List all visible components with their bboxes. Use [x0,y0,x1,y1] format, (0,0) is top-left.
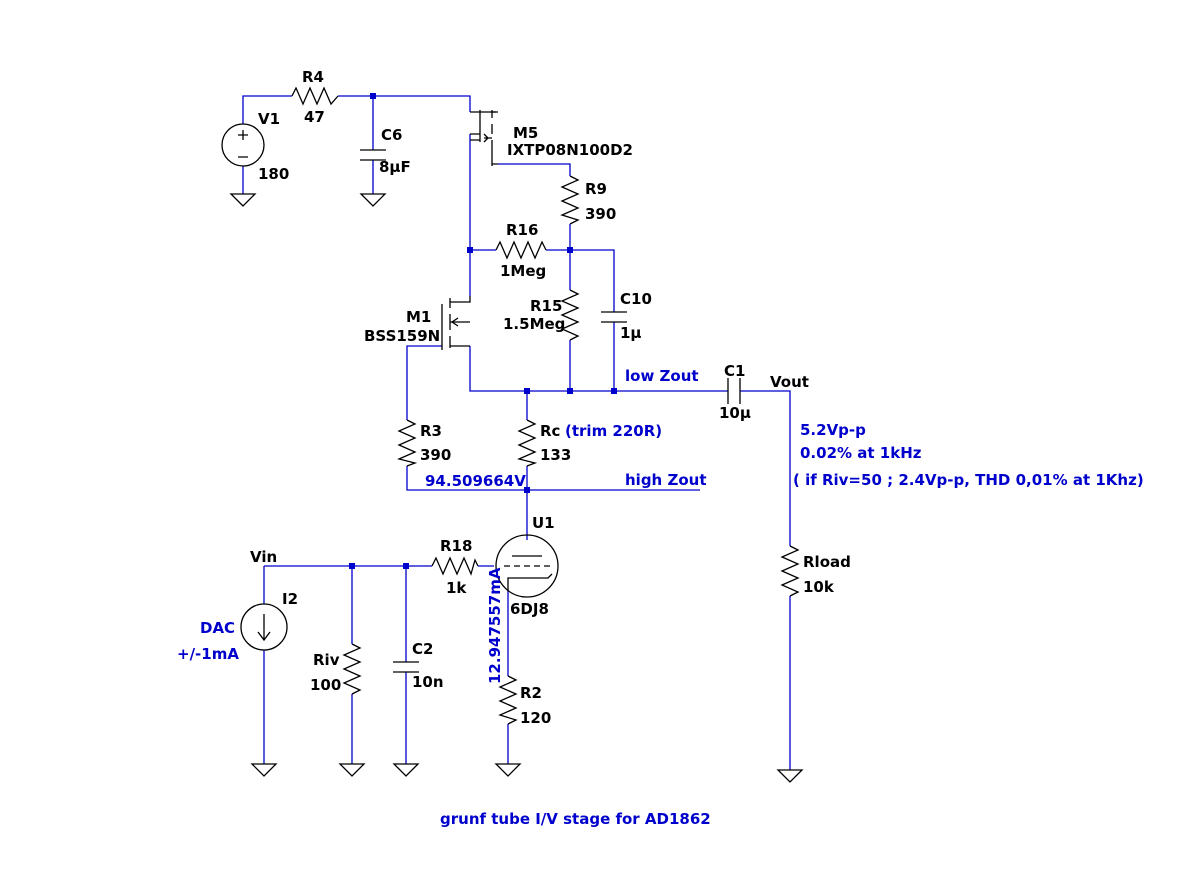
current-source-i2-icon [240,603,288,651]
r3-value: 390 [420,446,451,464]
junction [524,388,530,394]
rload-ref: Rload [803,553,851,571]
component-labels: V1 180 R4 47 C6 8µF M5 IXTP08N100D2 R9 3… [258,68,851,727]
c6-value: 8µF [379,158,411,176]
junction [567,388,573,394]
v1-ref: V1 [258,110,280,128]
rc-trim-note: (trim 220R) [565,422,662,440]
resistor-rload-icon [780,545,800,597]
resistor-riv-icon [342,643,362,695]
net-vin: Vin [250,548,277,566]
junction [349,563,355,569]
dac-current-label: +/-1mA [177,645,239,663]
r15-value: 1.5Meg [503,315,565,333]
m1-ref: M1 [406,308,431,326]
resistor-r4-icon [291,86,339,106]
dac-label: DAC [200,619,235,637]
ground-icon [494,763,522,777]
junction [611,388,617,394]
c6-ref: C6 [381,126,402,144]
r16-value: 1Meg [500,262,546,280]
c1-ref: C1 [724,362,745,380]
riv-ref: Riv [313,651,340,669]
wire-m5-source [498,163,571,176]
thd-label: 0.02% at 1kHz [800,444,922,462]
net-vout: Vout [770,373,809,391]
ground-icon [359,193,387,207]
capacitor-c6-icon [360,149,386,161]
m5-ref: M5 [513,124,538,142]
net-labels: Vout Vin low Zout high Zout [250,367,809,566]
resistor-r2-icon [498,675,518,725]
ground-symbols [229,193,804,783]
resistor-r3-icon [396,419,418,467]
annotations: DAC +/-1mA 94.509664V 12.947557mA 5.2Vp-… [177,421,1144,828]
net-low-zout: low Zout [625,367,699,385]
wire-r4-m5 [338,95,471,112]
c10-value: 1µ [620,324,641,342]
junction [567,247,573,253]
wire-high-zout [406,466,700,491]
capacitor-c10-icon [601,311,627,323]
rload-value: 10k [803,578,835,596]
wire-c1 [614,390,791,546]
r3-ref: R3 [420,422,442,440]
junction [370,93,376,99]
resistor-r18-icon [431,556,479,576]
r2-ref: R2 [520,684,542,702]
alt-condition-note: ( if Riv=50 ; 2.4Vp-p, THD 0,01% at 1Khz… [793,471,1144,489]
net-high-zout: high Zout [625,471,707,489]
r16-ref: R16 [506,221,538,239]
rc-value: 133 [540,446,571,464]
mosfet-m1-icon [441,296,471,350]
resistor-r9-icon [560,175,580,225]
r18-value: 1k [446,579,467,597]
resistor-rc-icon [516,419,538,467]
r9-ref: R9 [585,180,607,198]
r4-ref: R4 [302,68,324,86]
junction [467,247,473,253]
junction [403,563,409,569]
resistor-r16-icon [495,240,547,260]
m1-value: BSS159N [364,327,440,345]
ground-icon [392,763,420,777]
ground-icon [776,769,804,783]
riv-value: 100 [310,676,341,694]
r9-value: 390 [585,205,616,223]
capacitor-c2-icon [393,661,419,673]
u1-value: 6DJ8 [510,600,549,618]
r4-value: 47 [304,108,325,126]
c2-ref: C2 [412,640,433,658]
diagram-caption: grunf tube I/V stage for AD1862 [440,810,711,828]
v1-value: 180 [258,165,289,183]
ground-icon [338,763,366,777]
r2-value: 120 [520,709,551,727]
triode-u1-icon [495,534,559,598]
rc-ref: Rc [540,422,560,440]
c1-value: 10µ [719,404,751,422]
capacitor-c1-icon [727,378,741,404]
resistor-r15-icon [560,289,580,341]
u1-ref: U1 [532,514,555,532]
r15-ref: R15 [530,297,562,315]
wire-v1-r4 [242,95,292,124]
output-swing-label: 5.2Vp-p [800,421,866,439]
wire-m1-source [469,346,614,392]
voltage-source-v1 [221,123,265,167]
cathode-current-label: 12.947557mA [486,567,504,684]
junction [524,487,530,493]
r18-ref: R18 [440,537,472,555]
node-voltage-label: 94.509664V [425,472,526,490]
m5-value: IXTP08N100D2 [507,141,633,159]
c10-ref: C10 [620,290,652,308]
c2-value: 10n [412,673,444,691]
junction-dots [349,93,617,569]
ground-icon [250,763,278,777]
i2-ref: I2 [282,590,298,608]
mosfet-m5-icon [470,110,498,166]
wires [242,95,791,770]
ground-icon [229,193,257,207]
wire-m1-gate [406,345,442,420]
